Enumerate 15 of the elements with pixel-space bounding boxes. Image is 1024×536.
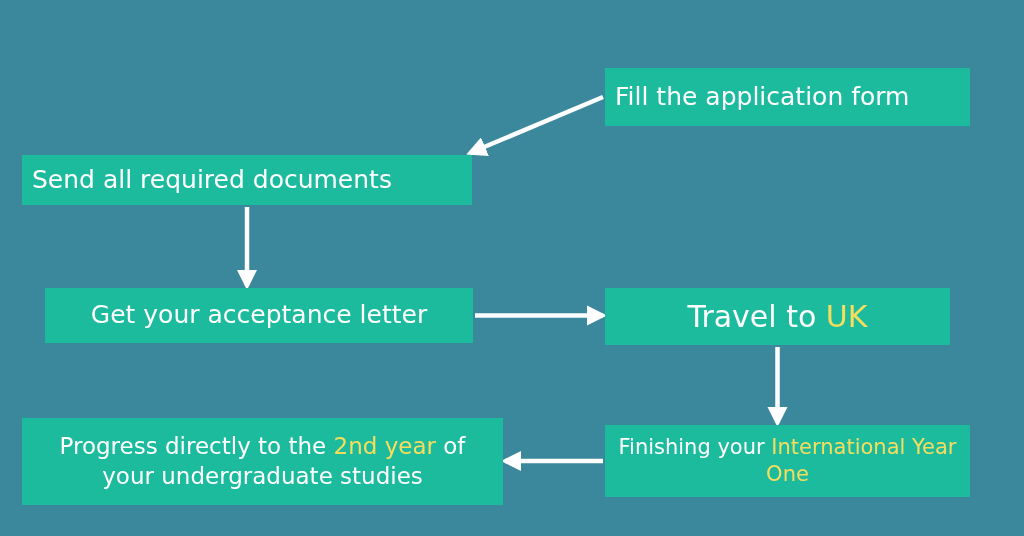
step-text: Travel to UK — [687, 298, 868, 336]
step-box — [605, 288, 950, 345]
step-text: Fill the application form — [615, 80, 910, 113]
step-text: Send all required documents — [32, 163, 392, 196]
arrow — [767, 347, 788, 428]
arrow — [236, 207, 258, 291]
step-text: Finishing your International Year One — [617, 433, 958, 488]
arrow — [466, 94, 604, 157]
step-text: Get your acceptance letter — [90, 299, 428, 332]
step-text: Progress directly to the 2nd year of your undergraduate studies — [58, 431, 467, 491]
step-box — [605, 68, 970, 126]
step-box — [45, 288, 473, 343]
step-box — [605, 425, 970, 497]
step-box — [22, 418, 503, 505]
step-box — [22, 155, 472, 205]
